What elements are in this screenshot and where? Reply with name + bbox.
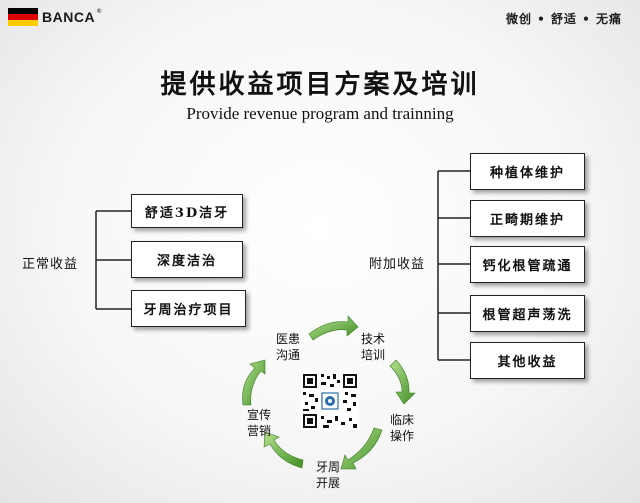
page-title: 提供收益项目方案及培训 xyxy=(160,70,480,100)
cycle-arrow-4-icon xyxy=(263,431,304,469)
left-item-periodontal-treatment: 牙周治疗项目 xyxy=(131,290,246,327)
right-item-ultrasonic-canal-irrigation: 根管超声荡洗 xyxy=(470,295,585,332)
cycle-step-line1: 临床 xyxy=(390,413,415,427)
left-bracket xyxy=(95,210,131,310)
cycle-step-line2: 操作 xyxy=(390,429,415,443)
cycle-step-line1: 宣传 xyxy=(247,408,272,422)
cycle-arrow-2-icon xyxy=(389,359,416,405)
cycle-step-technical-training: 技术 培训 xyxy=(361,331,385,363)
slogan: 微创 • 舒适 • 无痛 xyxy=(505,12,622,26)
brand-name: BANCA xyxy=(42,9,96,25)
cycle-step-doctor-patient-communication: 医患 沟通 xyxy=(276,331,300,363)
right-item-other-revenue: 其他收益 xyxy=(470,342,585,379)
cycle-step-line1: 医患 xyxy=(276,332,301,346)
cycle-step-line2: 培训 xyxy=(361,348,386,362)
cycle-step-line1: 牙周 xyxy=(316,460,341,474)
right-group-label: 附加收益 xyxy=(369,257,426,272)
cycle-step-line2: 开展 xyxy=(316,476,341,490)
registered-mark: ® xyxy=(96,7,103,15)
page-subtitle: Provide revenue program and trainning xyxy=(186,104,454,123)
cycle-step-line1: 技术 xyxy=(361,332,386,346)
cycle-step-periodontal-development: 牙周 开展 xyxy=(316,459,340,491)
right-item-calcified-canal-dredging: 钙化根管疏通 xyxy=(470,246,585,283)
qr-code-icon xyxy=(301,372,359,430)
cycle-step-line2: 营销 xyxy=(247,424,272,438)
left-item-comfort-3d-cleaning: 舒适3D洁牙 xyxy=(131,194,243,228)
germany-flag-icon xyxy=(8,8,38,26)
right-item-orthodontic-maintenance: 正畸期维护 xyxy=(470,200,585,237)
cycle-arrow-5-icon xyxy=(242,359,266,406)
brand-logo: BANCA ® xyxy=(8,6,102,28)
cycle-step-promotion-marketing: 宣传 营销 xyxy=(247,407,271,439)
left-item-deep-cleaning: 深度洁治 xyxy=(131,241,243,278)
left-group-label: 正常收益 xyxy=(22,257,79,272)
cycle-arrow-3-icon xyxy=(340,427,383,470)
right-item-implant-maintenance: 种植体维护 xyxy=(470,153,585,190)
cycle-step-line2: 沟通 xyxy=(276,348,301,362)
right-bracket xyxy=(437,170,470,361)
cycle-arrow-1-icon xyxy=(308,315,359,341)
cycle-step-clinical-operation: 临床 操作 xyxy=(390,412,414,444)
